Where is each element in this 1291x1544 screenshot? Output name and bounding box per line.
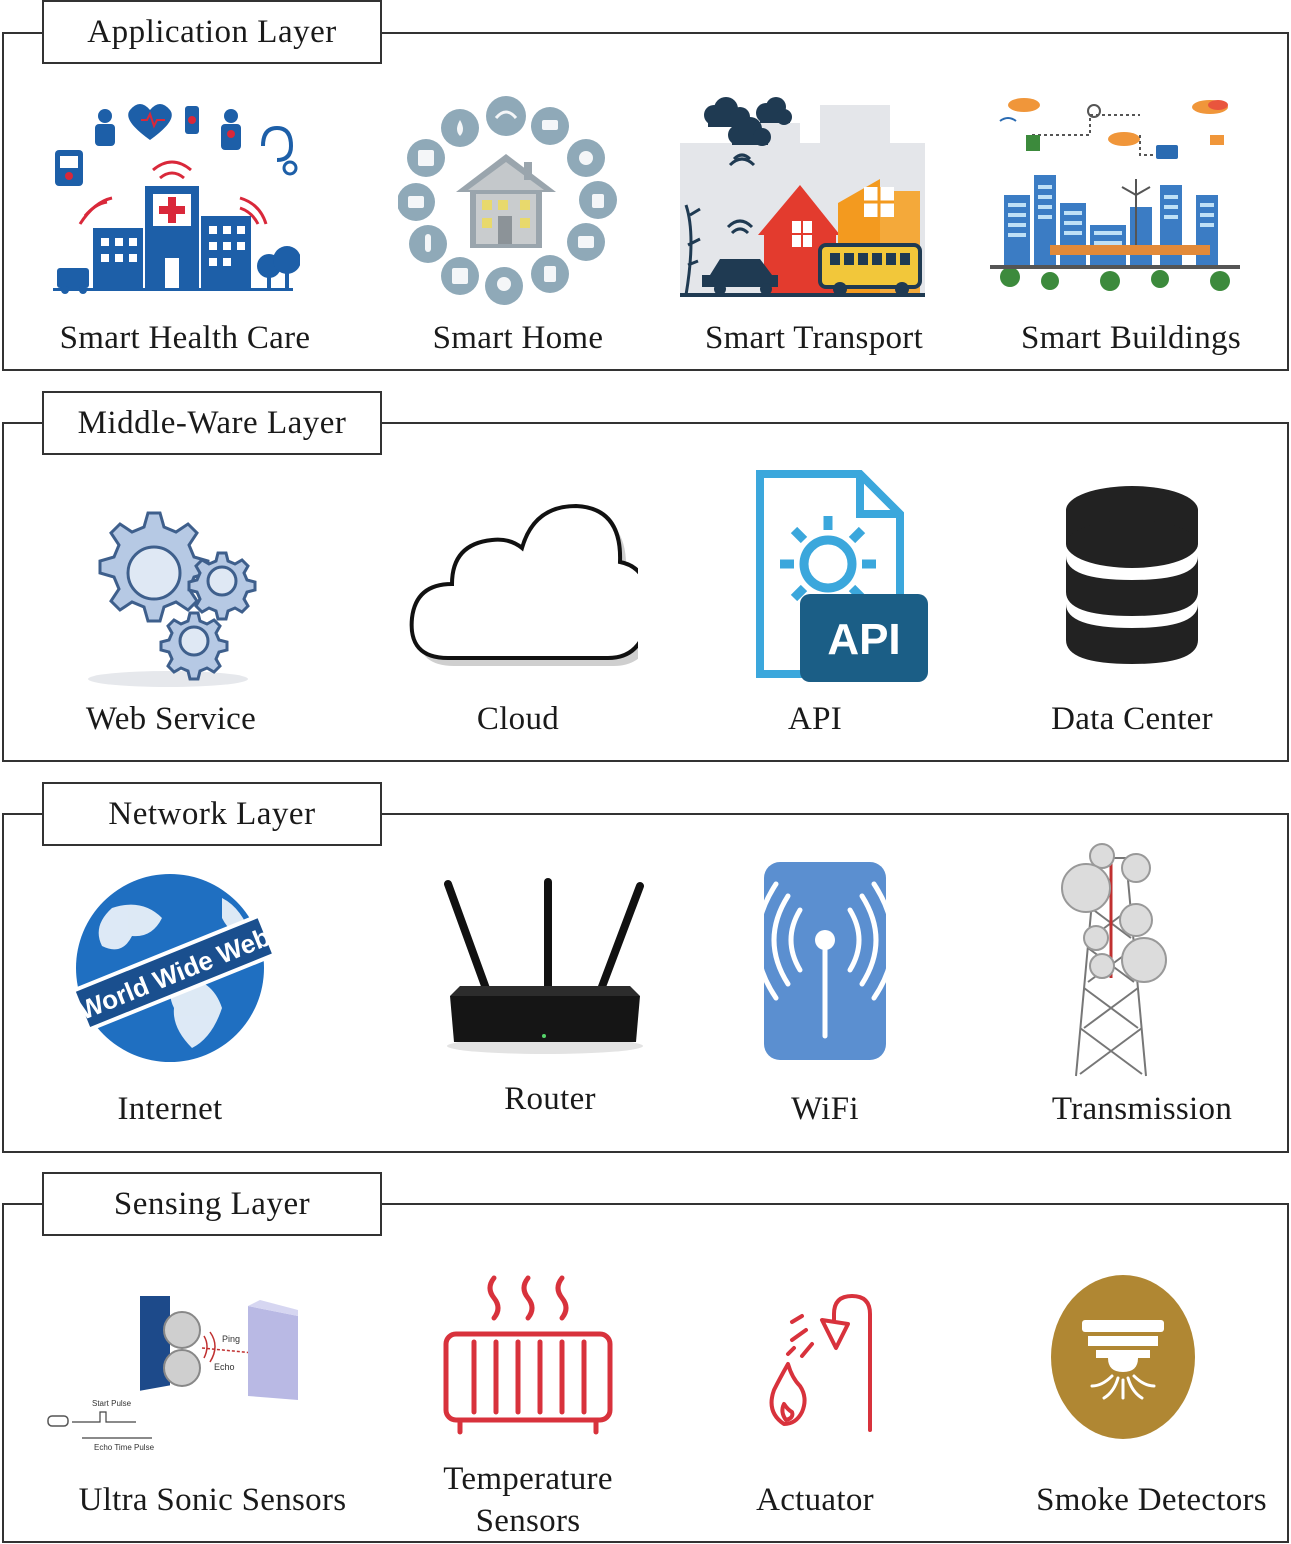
heater-icon xyxy=(443,1275,613,1435)
router-icon xyxy=(444,878,644,1054)
cloud-icon xyxy=(409,503,638,666)
temperature-sensors-label-line2: Sensors xyxy=(475,1503,581,1539)
gears-icon xyxy=(88,511,257,687)
smart-transport-label: Smart Transport xyxy=(704,320,924,356)
hospital-icon xyxy=(53,104,300,294)
api-badge-text: API xyxy=(827,615,900,664)
application-layer xyxy=(2,32,1289,371)
smoke-detectors-label: Smoke Detectors xyxy=(1036,1482,1267,1518)
smart-buildings-icon xyxy=(990,98,1240,291)
web-service-label: Web Service xyxy=(85,701,257,737)
ultrasonic-sensor-icon: Ping Echo Start Pulse Echo Time Pulse xyxy=(47,1296,298,1452)
wifi-antenna-icon xyxy=(762,862,888,1060)
echo-time-pulse-note: Echo Time Pulse xyxy=(94,1443,155,1452)
smart-buildings-label: Smart Buildings xyxy=(1021,320,1241,356)
globe-icon: World Wide Web xyxy=(72,874,272,1062)
router-label: Router xyxy=(504,1081,596,1117)
internet-label: Internet xyxy=(117,1091,223,1127)
api-label: API xyxy=(787,701,843,737)
api-file-icon: API xyxy=(756,470,928,682)
ultra-sonic-sensors-label: Ultra Sonic Sensors xyxy=(78,1482,347,1518)
network-layer-title: Network Layer xyxy=(42,782,382,846)
transmission-tower-icon xyxy=(1061,843,1167,1077)
echo-note: Echo xyxy=(214,1362,235,1372)
city-transport-icon xyxy=(680,97,925,297)
data-center-label: Data Center xyxy=(1051,701,1213,737)
transmission-label: Transmission xyxy=(1051,1091,1233,1127)
smart-home-label: Smart Home xyxy=(432,320,604,356)
database-icon xyxy=(1066,486,1198,664)
smoke-detector-icon xyxy=(1051,1275,1195,1439)
smart-health-care-label: Smart Health Care xyxy=(59,320,311,356)
cloud-label: Cloud xyxy=(476,701,560,737)
smart-home-icon xyxy=(398,96,617,305)
start-pulse-note: Start Pulse xyxy=(92,1399,132,1408)
application-layer-title: Application Layer xyxy=(42,0,382,64)
actuator-label: Actuator xyxy=(756,1482,874,1518)
ping-note: Ping xyxy=(222,1334,240,1344)
middleware-layer-title: Middle-Ware Layer xyxy=(42,391,382,455)
sensing-layer-title: Sensing Layer xyxy=(42,1172,382,1236)
sprinkler-icon xyxy=(769,1294,872,1432)
wifi-label: WiFi xyxy=(791,1091,859,1127)
temperature-sensors-label-line1: Temperature xyxy=(443,1461,613,1497)
